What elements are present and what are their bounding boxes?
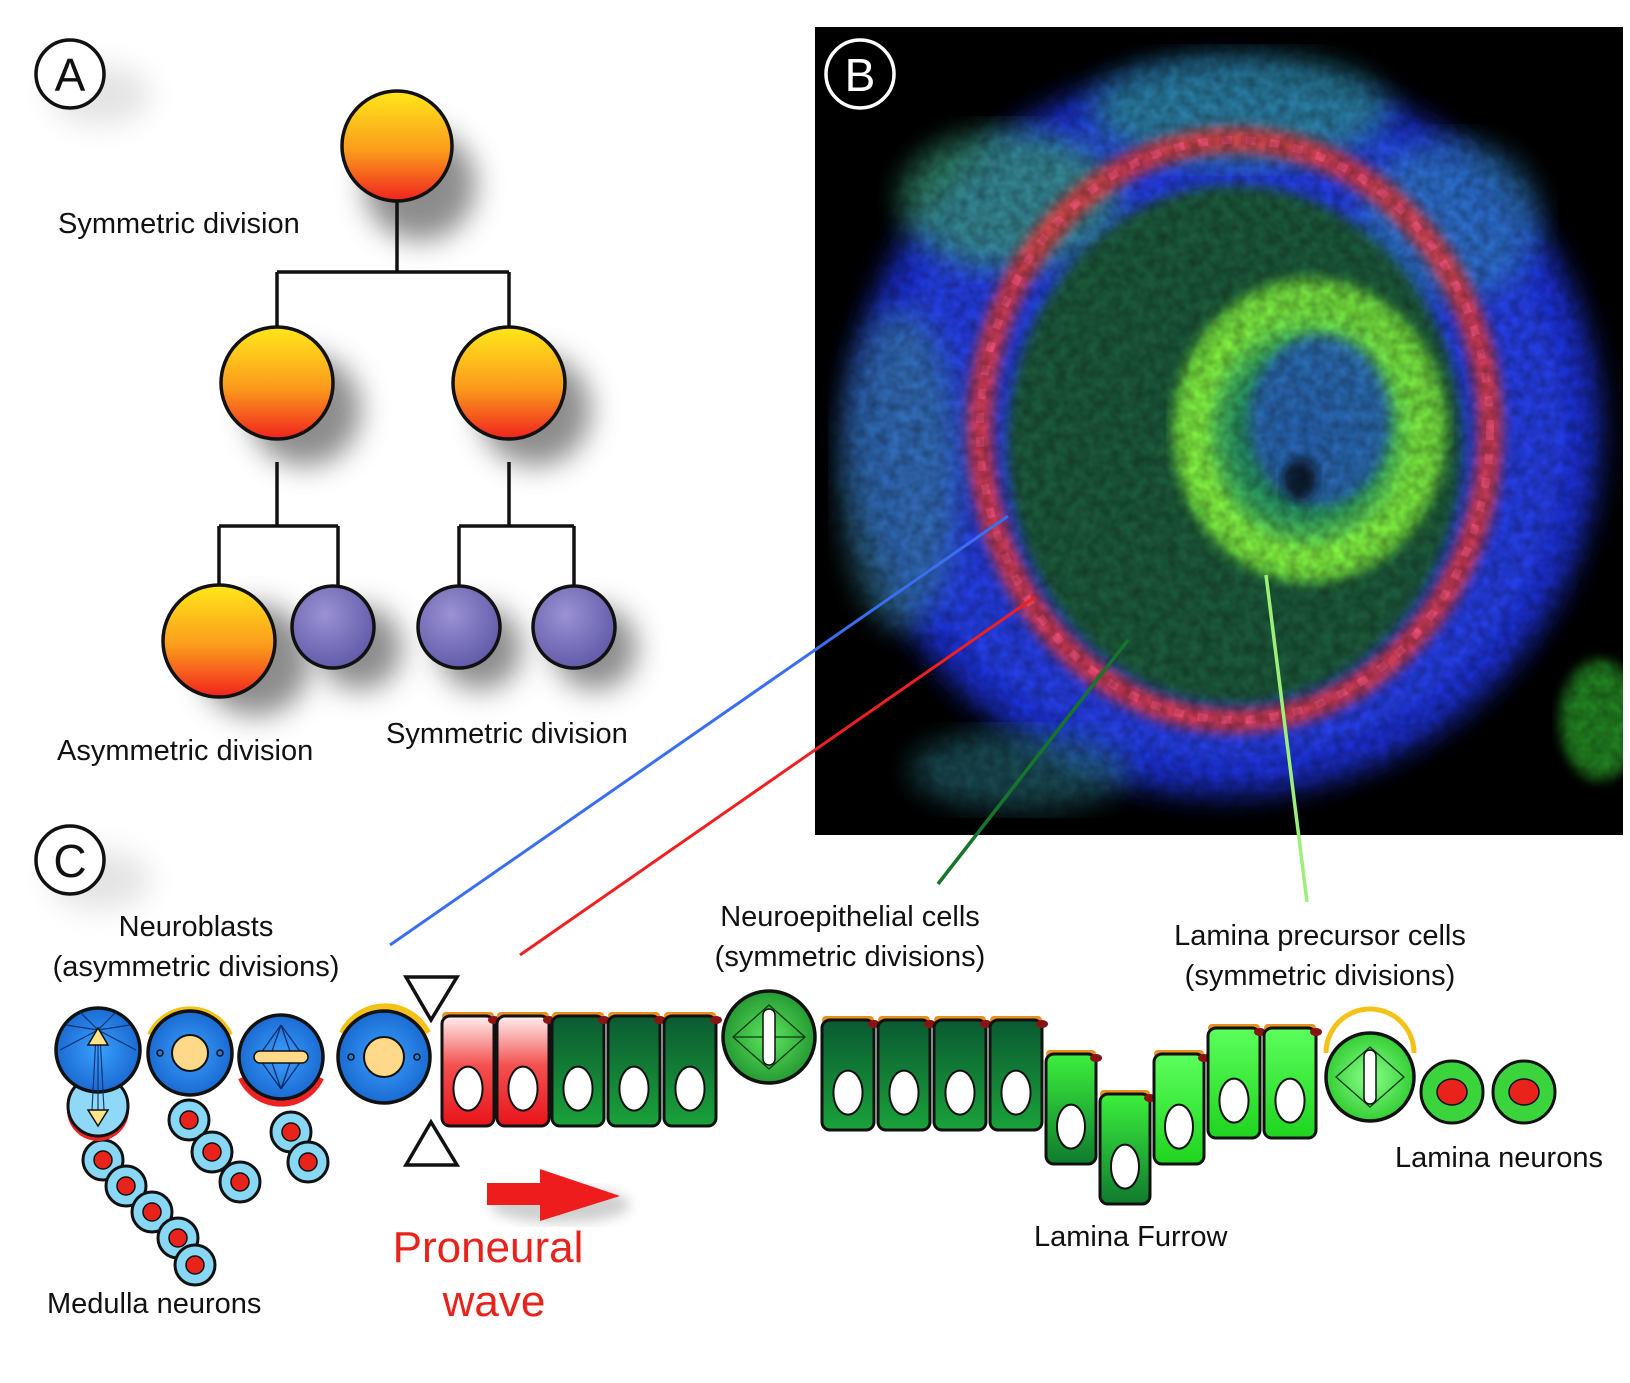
lamina-precursor-cell xyxy=(1206,1024,1266,1140)
neuroepithelial-cell xyxy=(988,1016,1048,1132)
medulla-neuron xyxy=(269,1110,313,1154)
neuroepithelial-cell xyxy=(876,1016,936,1132)
neuroepithelial-cell xyxy=(550,1012,610,1128)
lamina-precursor-cell xyxy=(1262,1024,1322,1140)
medulla-neuron xyxy=(286,1140,330,1184)
panel-b: B xyxy=(815,27,1623,835)
label-symmetric-division-bottom: Symmetric division xyxy=(386,718,628,750)
label-lamina-precursor: Lamina precursor cells xyxy=(1174,920,1466,952)
progenitor-cell-asymmetric xyxy=(161,583,277,699)
medulla-neuron xyxy=(130,1190,174,1234)
panel-b-badge xyxy=(824,38,896,110)
medulla-neuron xyxy=(218,1160,262,1204)
lamina-precursor-cell xyxy=(1152,1050,1210,1166)
panel-a: A Symmetric division Asymmetric division… xyxy=(34,38,637,767)
label-proneural-wave: wave xyxy=(442,1277,546,1326)
neuroepithelial-cell xyxy=(662,1012,722,1128)
connector-lamina-precursor xyxy=(1264,574,1309,903)
connector-neuroepithelial xyxy=(936,638,1130,886)
lamina-furrow-cell xyxy=(1044,1050,1102,1166)
label-lamina-furrow: Lamina Furrow xyxy=(1034,1221,1228,1253)
label-symmetric-division-top: Symmetric division xyxy=(58,208,300,240)
progenitor-cell-left xyxy=(219,325,335,441)
label-neuroblasts: Neuroblasts xyxy=(119,911,274,943)
boundary-triangle-bottom xyxy=(402,1118,461,1167)
label-neuroblasts-sub: (asymmetric divisions) xyxy=(53,951,340,983)
daughter-cell-2 xyxy=(416,584,502,670)
neuroepithelial-cell xyxy=(820,1016,880,1132)
label-lamina-precursor-sub: (symmetric divisions) xyxy=(1185,960,1456,992)
proneural-cell xyxy=(440,1012,500,1128)
epithelium xyxy=(440,989,1417,1206)
panel-b-letter: B xyxy=(845,49,876,101)
panel-c-letter: C xyxy=(53,835,86,887)
neuroblasts xyxy=(54,1003,432,1141)
label-lamina-neurons: Lamina neurons xyxy=(1395,1142,1603,1174)
connector-lines xyxy=(389,514,1309,957)
neuroepithelial-cell xyxy=(932,1016,992,1132)
micrograph-image xyxy=(815,27,1623,835)
connector-neuroblasts xyxy=(389,514,1009,947)
label-neuroepithelial-sub: (symmetric divisions) xyxy=(715,941,986,973)
daughter-cell-1 xyxy=(290,584,376,670)
panel-c-badge xyxy=(34,824,106,896)
label-asymmetric-division: Asymmetric division xyxy=(57,735,313,767)
label-proneural: Proneural xyxy=(393,1223,584,1272)
medulla-neuron xyxy=(167,1098,211,1142)
medulla-neurons xyxy=(81,1098,330,1287)
mitotic-neuroepithelial-cell xyxy=(721,989,817,1085)
lineage-tree-lines xyxy=(217,198,576,590)
medulla-neuron xyxy=(104,1164,148,1208)
progenitor-cell-right xyxy=(451,325,567,441)
lamina-furrow-cell xyxy=(1098,1090,1156,1206)
progenitor-cell-root xyxy=(340,89,454,203)
boundary-triangle-top xyxy=(402,975,461,1024)
connector-proneural xyxy=(519,595,1036,957)
proneural-cell xyxy=(495,1012,555,1128)
panel-a-letter: A xyxy=(55,49,86,101)
medulla-neuron xyxy=(190,1130,234,1174)
neuroepithelial-cell xyxy=(606,1012,666,1128)
lamina-neurons xyxy=(1419,1059,1557,1125)
label-neuroepithelial: Neuroepithelial cells xyxy=(720,901,980,933)
panel-a-badge xyxy=(34,38,106,110)
proneural-wave-arrow xyxy=(487,1169,630,1223)
panel-c: C Neuroblasts (asymmetric divisions) Neu… xyxy=(34,824,1603,1326)
medulla-neuron xyxy=(173,1243,217,1287)
daughter-cell-3 xyxy=(531,584,617,670)
mitotic-lamina-precursor-cell xyxy=(1323,1006,1417,1123)
label-medulla-neurons: Medulla neurons xyxy=(47,1288,261,1320)
